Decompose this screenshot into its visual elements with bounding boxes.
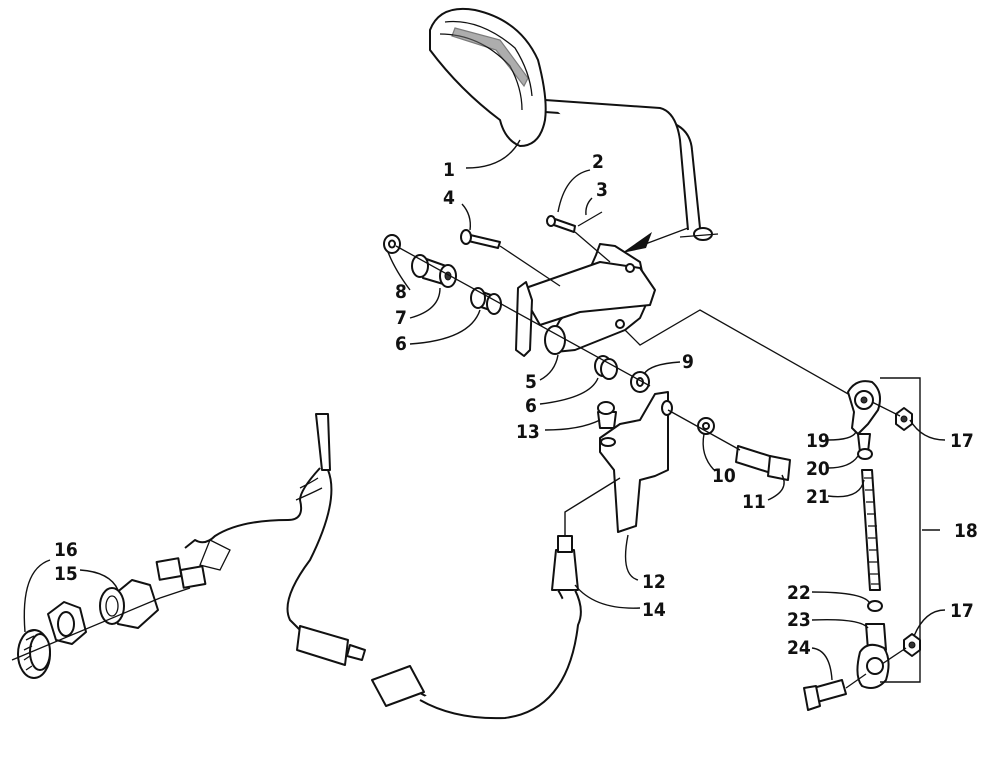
washer-8-part (383, 234, 401, 254)
callout-5: 5 (525, 371, 537, 393)
lever-bracket-part (515, 243, 656, 357)
callout-21: 21 (806, 486, 830, 508)
callout-2: 2 (592, 151, 604, 173)
nut-part (47, 601, 87, 645)
callout-8: 8 (395, 281, 407, 303)
bolt-11-part (735, 445, 791, 481)
bezel-16-part (17, 629, 51, 679)
linkage-rod-assembly (847, 380, 921, 689)
switch-13-part (597, 401, 617, 429)
direction-arrow (622, 227, 689, 253)
callout-1: 1 (443, 159, 455, 181)
wiring-harness-part (155, 413, 366, 666)
callout-12: 12 (642, 571, 666, 593)
callout-10: 10 (712, 465, 736, 487)
callout-14: 14 (642, 599, 666, 621)
connector-14-part (371, 535, 582, 720)
callout-15: 15 (54, 563, 78, 585)
shift-lever-part (429, 8, 719, 241)
callout-6-upper: 6 (395, 333, 407, 355)
callout-16: 16 (54, 539, 78, 561)
washer-9-part (630, 371, 650, 393)
callout-13: 13 (516, 421, 540, 443)
bushing-6-lower-part (594, 355, 618, 380)
bushing-6-upper-part (470, 287, 502, 315)
callout-4: 4 (443, 187, 455, 209)
callout-23: 23 (787, 609, 811, 631)
bushing-7-part (411, 254, 457, 288)
callout-11: 11 (742, 491, 766, 513)
pivot-pin-part (546, 211, 611, 263)
bolt-4-part (460, 229, 561, 287)
callout-labels: 1 2 3 4 5 6 6 7 8 9 10 11 12 13 14 15 16… (54, 151, 978, 659)
leader-lines (23, 139, 946, 681)
callout-17-lower: 17 (950, 600, 974, 622)
callout-9: 9 (682, 351, 694, 373)
callout-17-upper: 17 (950, 430, 974, 452)
callout-3: 3 (596, 179, 608, 201)
callout-7: 7 (395, 307, 407, 329)
switch-15-part (99, 579, 159, 629)
callout-20: 20 (806, 458, 830, 480)
callout-18: 18 (954, 520, 978, 542)
callout-6-lower: 6 (525, 395, 537, 417)
bracket-18 (880, 377, 921, 683)
bolt-24-part (803, 673, 867, 711)
callout-22: 22 (787, 582, 811, 604)
callout-24: 24 (787, 637, 811, 659)
callout-19: 19 (806, 430, 830, 452)
